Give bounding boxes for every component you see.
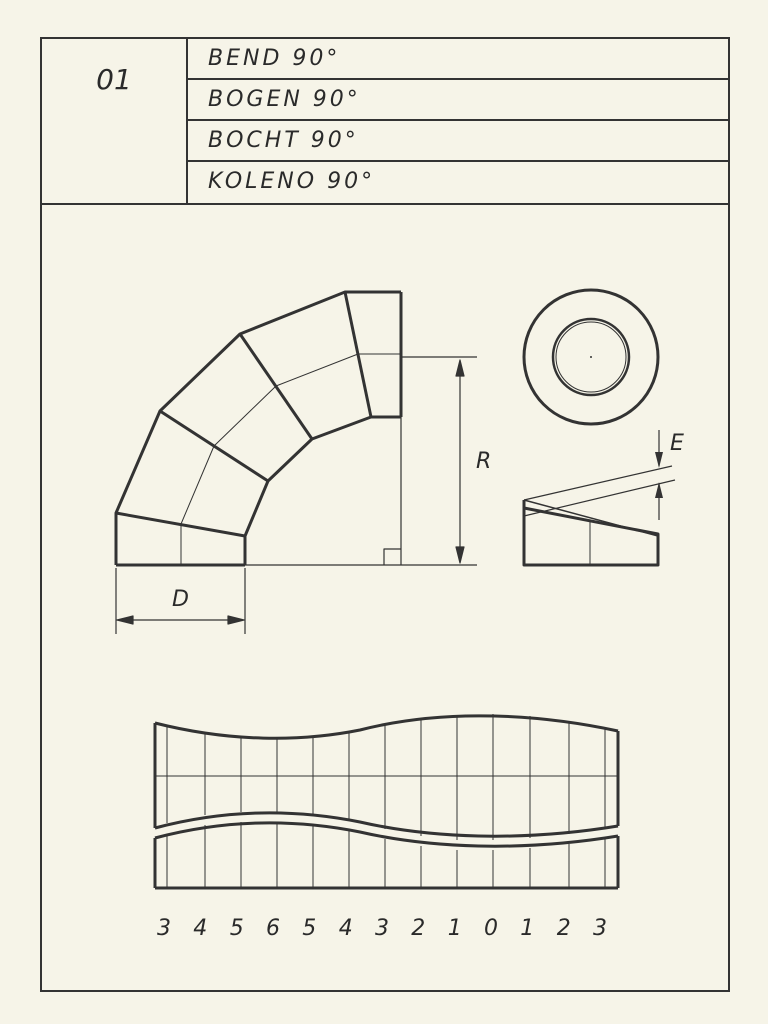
bend-outer-profile [114,290,401,565]
end-view-inner-circle-edge [555,321,627,393]
offset-ref-line-lower [523,479,676,517]
title-dutch: BOCHT 90° [188,121,728,162]
diameter-label: D [172,587,189,612]
title-names: BEND 90° BOGEN 90° BOCHT 90° KOLENO 90° [188,39,728,203]
end-view-center-point [590,356,592,358]
scale-number: 5 [302,916,316,941]
end-view-inner-circle [551,317,631,397]
right-angle-mark [383,548,401,565]
scale-number: 5 [230,916,244,941]
sheet-number: 01 [42,39,188,203]
radius-label: R [476,449,491,474]
development-generators [166,714,606,888]
title-english: BEND 90° [188,39,728,80]
title-german: BOGEN 90° [188,80,728,121]
scale-number: 3 [157,916,171,941]
development-pattern [153,714,620,890]
scale-number: 3 [375,916,389,941]
drawing-sheet: 01 BEND 90° BOGEN 90° BOCHT 90° KOLENO 9… [40,37,730,992]
bend-side-view [114,290,477,567]
radius-dimension [455,359,465,564]
title-block: 01 BEND 90° BOGEN 90° BOCHT 90° KOLENO 9… [42,39,728,205]
scale-number: 1 [520,916,534,941]
scale-number: 2 [557,916,571,941]
diameter-dimension [115,568,246,634]
segment-detail [522,430,676,567]
end-view-outer-circle [522,288,660,426]
bend-inner-profile [243,415,401,565]
development-top-edge [154,714,619,740]
scale-number: 6 [266,916,280,941]
bend-center-line [180,353,401,565]
end-view [522,288,660,426]
scale-number: 1 [448,916,462,941]
development-cut-edge-lower [154,821,619,848]
title-czech: KOLENO 90° [208,169,376,194]
scale-number: 2 [411,916,425,941]
scale-number: 4 [193,916,207,941]
scale-number: 3 [593,916,607,941]
scale-number: 4 [339,916,353,941]
segment-outline [522,500,660,567]
segment-cut-line [523,499,659,537]
scale-number: 0 [484,916,498,941]
offset-label: E [670,431,684,456]
offset-ref-line-upper [523,465,673,501]
development-cut-edge-upper [154,811,619,838]
